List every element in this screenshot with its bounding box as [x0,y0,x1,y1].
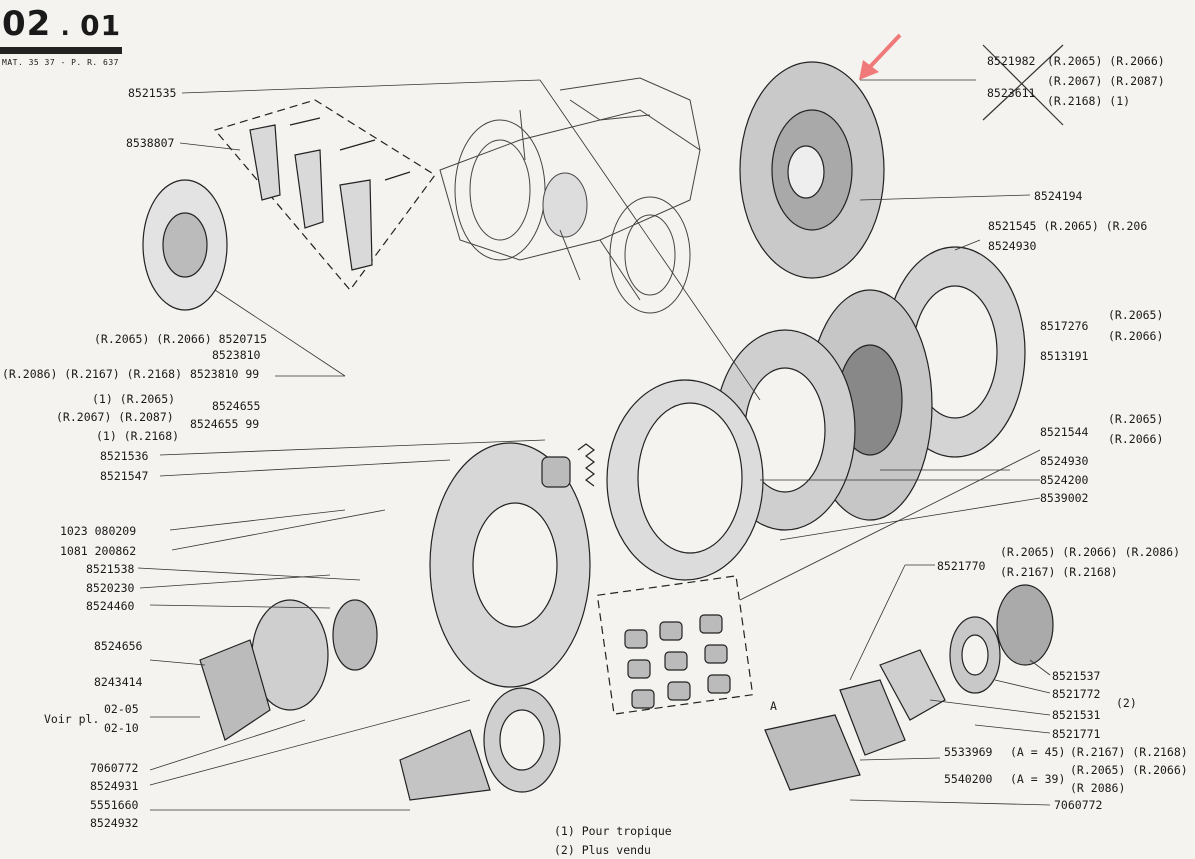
label-8524656: 8524656 [94,639,143,653]
footnote-1: (1) Pour tropique [554,824,672,838]
label-ref-2086-c: (R 2086) [1070,781,1126,795]
label-8521982: 8521982 [987,54,1036,68]
label-8520230: 8520230 [86,581,135,595]
label-8521531: 8521531 [1052,708,1101,722]
label-8523810: 8523810 [212,348,261,362]
tractor-sketch [439,77,701,314]
label-8539002: 8539002 [1040,491,1089,505]
label-voir-pl: Voir pl. [44,712,100,726]
label-8521535: 8521535 [128,86,177,100]
label-ref-2065-2066-c: (R.2065) (R.2066) [1070,763,1188,777]
label-ref-group-1: (R.2086) (R.2167) (R.2168) [2,367,183,381]
plate-number-sub: 01 [80,9,122,42]
release-levers [249,117,411,271]
bushing [541,456,571,488]
label-ref-2066-b: (R.2066) [1108,432,1164,446]
label-ref-2167-2168: (R.2167) (R.2168) [1000,565,1118,579]
label-ref-2168: (1) (R.2168) [96,429,180,443]
label-ref-2168-top: (R.2168) (1) [1047,94,1131,108]
label-ref-2067-2087-top: (R.2067) (R.2087) [1047,74,1165,88]
label-8521536: 8521536 [100,449,149,463]
label-8524930-top: 8524930 [988,239,1037,253]
plate-number: 02 . 01 [2,4,122,44]
label-8521772: 8521772 [1052,687,1101,701]
label-ref-2065: (1) (R.2065) [92,392,176,406]
label-ref-2065-2066-top: (R.2065) (R.2066) [1047,54,1165,68]
plate-caption: MAT. 35 37 - P. R. 637 [2,58,119,67]
header-bar [0,47,122,54]
label-5533969: 5533969 [944,745,993,759]
label-8524932: 8524932 [90,816,139,830]
label-ref-2065-2066-2086: (R.2065) (R.2066) (R.2086) [1000,545,1181,559]
label-dimension-a: A [770,699,777,713]
red-arrow-icon [859,33,902,80]
label-1081-200862: 1081 200862 [60,544,137,558]
part-5533969 [764,714,861,791]
label-8521545: 8521545 (R.2065) (R.206 [988,219,1148,233]
label-a-39: (A = 39) [1010,772,1066,786]
label-8243414: 8243414 [94,675,143,689]
label-8524194: 8524194 [1034,189,1083,203]
release-fork-left [199,639,271,741]
springs-group-box [596,575,754,715]
label-8513191: 8513191 [1040,349,1089,363]
label-5540200: 5540200 [944,772,993,786]
plate-number-main: 02 [2,4,52,44]
levers-group-box [213,99,436,291]
label-8524460: 8524460 [86,599,135,613]
label-7060772-left: 7060772 [90,761,139,775]
label-8521770: 8521770 [937,559,986,573]
label-8524930-mid: 8524930 [1040,454,1089,468]
label-8521537: 8521537 [1052,669,1101,683]
label-a-45: (A = 45) [1010,745,1066,759]
label-1023-080209: 1023 080209 [60,524,137,538]
label-ref-2067: (R.2067) (R.2087) [56,410,174,424]
label-8520715: (R.2065) (R.2066) 8520715 [94,332,268,346]
label-7060772-right: 7060772 [1054,798,1103,812]
label-ref-2065-b: (R.2065) [1108,412,1164,426]
label-8524200: 8524200 [1040,473,1089,487]
label-8521538: 8521538 [86,562,135,576]
label-8538807: 8538807 [126,136,175,150]
label-ref-2167-2168-b: (R.2167) (R.2168) [1070,745,1188,759]
label-8524655-99: 8524655 99 [190,417,260,431]
label-ref-2066-a: (R.2066) [1108,329,1164,343]
footnote-2: (2) Plus vendu [554,843,651,857]
label-8523810-99: 8523810 99 [190,367,260,381]
label-8524655: 8524655 [212,399,261,413]
small-spring [577,443,595,487]
bearing-housing-bottom [399,729,491,801]
label-5551660: 5551660 [90,798,139,812]
label-8521544: 8521544 [1040,425,1089,439]
label-02-05: 02-05 [104,702,139,716]
part-8521770 [839,679,906,756]
label-02-10: 02-10 [104,721,139,735]
label-8521771: 8521771 [1052,727,1101,741]
label-8524931: 8524931 [90,779,139,793]
springs-group [624,614,731,709]
label-8523611: 8523611 [987,86,1036,100]
label-note-2: (2) [1116,696,1137,710]
part-8521531 [879,649,946,721]
label-ref-2065-a: (R.2065) [1108,308,1164,322]
label-8521547: 8521547 [100,469,149,483]
part-8521537 [996,584,1054,666]
label-8517276: 8517276 [1040,319,1089,333]
